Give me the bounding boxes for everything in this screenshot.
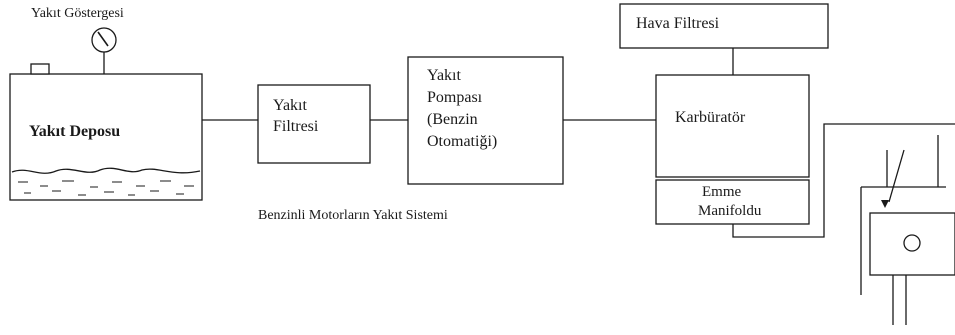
fuel-pump-label-line2: Pompası — [427, 89, 483, 106]
air-filter-label: Hava Filtresi — [636, 15, 720, 32]
carburetor-label: Karbüratör — [675, 109, 746, 126]
fuel-pump-label-line1: Yakıt — [427, 67, 461, 84]
fuel-level-dashes — [18, 180, 194, 196]
tank-filler-cap — [30, 63, 50, 75]
engine-cylinder — [860, 135, 955, 325]
fuel-filter-box — [257, 84, 371, 164]
air-filter-box — [619, 3, 829, 49]
gauge-needle — [97, 31, 109, 47]
fuel-filter-label-line1: Yakıt — [273, 97, 307, 114]
fuel-gauge-label: Yakıt Göstergesi — [31, 6, 124, 21]
flow-arrow — [881, 200, 889, 208]
intake-manifold-label-line1: Emme — [702, 184, 742, 200]
intake-valve-stem — [888, 149, 905, 203]
fuel-level-surface — [11, 167, 201, 174]
fuel-tank-label: Yakıt Deposu — [29, 123, 121, 140]
carburetor-box — [655, 74, 810, 178]
fuel-pump-box — [407, 56, 564, 185]
diagram-caption: Benzinli Motorların Yakıt Sistemi — [258, 208, 448, 223]
fuel-filter-label-line2: Filtresi — [273, 118, 319, 135]
fuel-pump-label-line4: Otomatiği) — [427, 133, 498, 150]
intake-runner — [732, 123, 955, 238]
fuel-tank — [9, 73, 203, 201]
intake-manifold-label-line2: Manifoldu — [698, 203, 762, 219]
fuel-pump-label-line3: (Benzin — [427, 111, 478, 128]
